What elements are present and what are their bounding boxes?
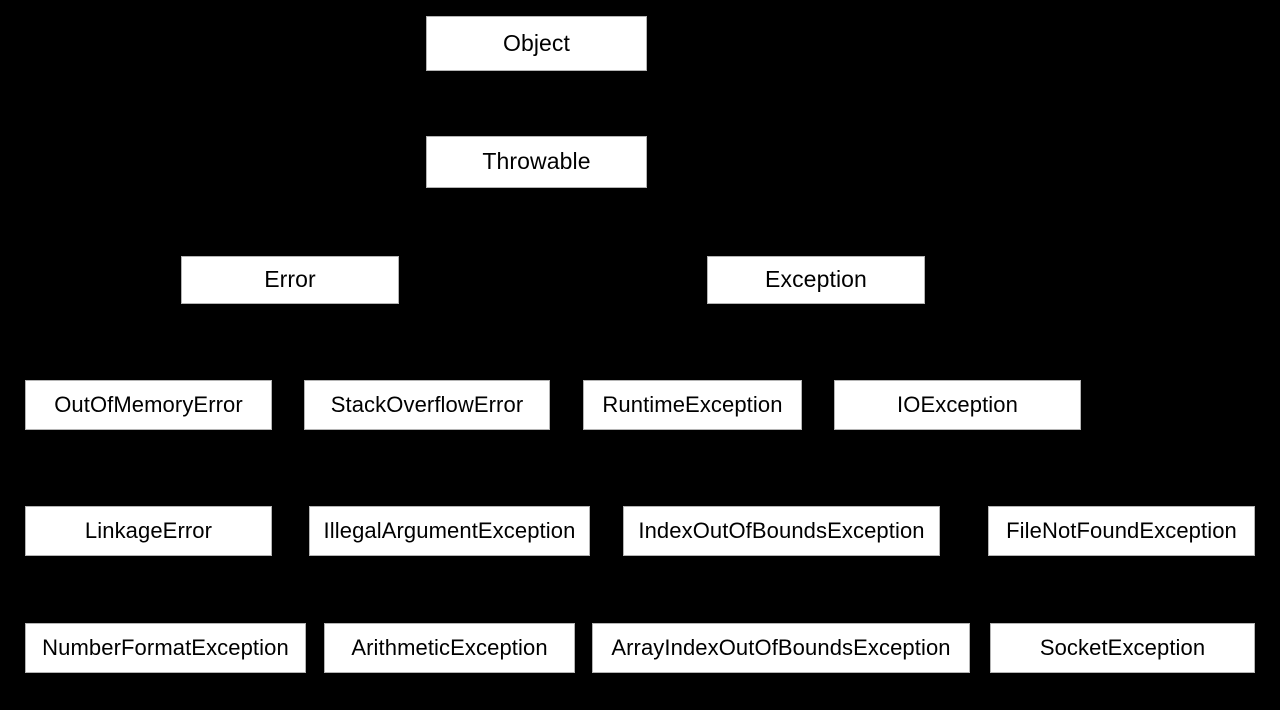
node-label: ArrayIndexOutOfBoundsException <box>611 634 951 660</box>
node-label: LinkageError <box>84 517 213 543</box>
node-index-out-of-bounds-exception[interactable]: IndexOutOfBoundsException <box>623 506 940 556</box>
node-throwable[interactable]: Throwable <box>426 136 647 188</box>
edge-error-to-stack-overflow-error <box>289 304 428 380</box>
node-label: StackOverflowError <box>330 391 524 417</box>
node-number-format-exception[interactable]: NumberFormatException <box>25 623 306 673</box>
edge-throwable-to-error <box>289 188 538 256</box>
node-label: NumberFormatException <box>42 634 289 660</box>
node-object[interactable]: Object <box>426 16 647 71</box>
edge-exception-to-io-exception <box>815 304 959 380</box>
node-linkage-error[interactable]: LinkageError <box>25 506 272 556</box>
edge-index-out-of-bounds-exception-to-array-index-out-of-bounds-exception <box>780 556 783 623</box>
edge-exception-to-runtime-exception <box>691 304 817 380</box>
node-label: RuntimeException <box>602 391 783 417</box>
node-file-not-found-exception[interactable]: FileNotFoundException <box>988 506 1255 556</box>
node-label: OutOfMemoryError <box>54 391 243 417</box>
node-stack-overflow-error[interactable]: StackOverflowError <box>304 380 550 430</box>
edge-runtime-exception-to-index-out-of-bounds-exception <box>691 430 783 506</box>
edge-runtime-exception-to-illegal-argument-exception <box>448 430 694 506</box>
node-label: SocketException <box>1039 634 1206 660</box>
node-label: FileNotFoundException <box>1006 517 1237 543</box>
edge-io-exception-to-file-not-found-exception <box>956 430 1123 506</box>
node-runtime-exception[interactable]: RuntimeException <box>583 380 802 430</box>
node-error[interactable]: Error <box>181 256 399 304</box>
edge-illegal-argument-exception-to-number-format-exception <box>164 556 451 623</box>
node-label: IOException <box>897 391 1018 417</box>
node-label: IllegalArgumentException <box>323 517 576 543</box>
edge-throwable-to-exception <box>535 188 817 256</box>
node-label: Exception <box>765 266 867 293</box>
node-array-index-out-of-bounds-exception[interactable]: ArrayIndexOutOfBoundsException <box>592 623 970 673</box>
node-arithmetic-exception[interactable]: ArithmeticException <box>324 623 575 673</box>
node-out-of-memory-error[interactable]: OutOfMemoryError <box>25 380 272 430</box>
node-label: IndexOutOfBoundsException <box>638 517 925 543</box>
node-io-exception[interactable]: IOException <box>834 380 1081 430</box>
node-exception[interactable]: Exception <box>707 256 925 304</box>
node-socket-exception[interactable]: SocketException <box>990 623 1255 673</box>
node-illegal-argument-exception[interactable]: IllegalArgumentException <box>309 506 590 556</box>
node-label: Error <box>264 266 316 293</box>
node-label: Throwable <box>482 148 591 175</box>
node-label: Object <box>502 29 571 56</box>
node-label: ArithmeticException <box>351 634 548 660</box>
edge-error-to-out-of-memory-error <box>147 304 291 380</box>
